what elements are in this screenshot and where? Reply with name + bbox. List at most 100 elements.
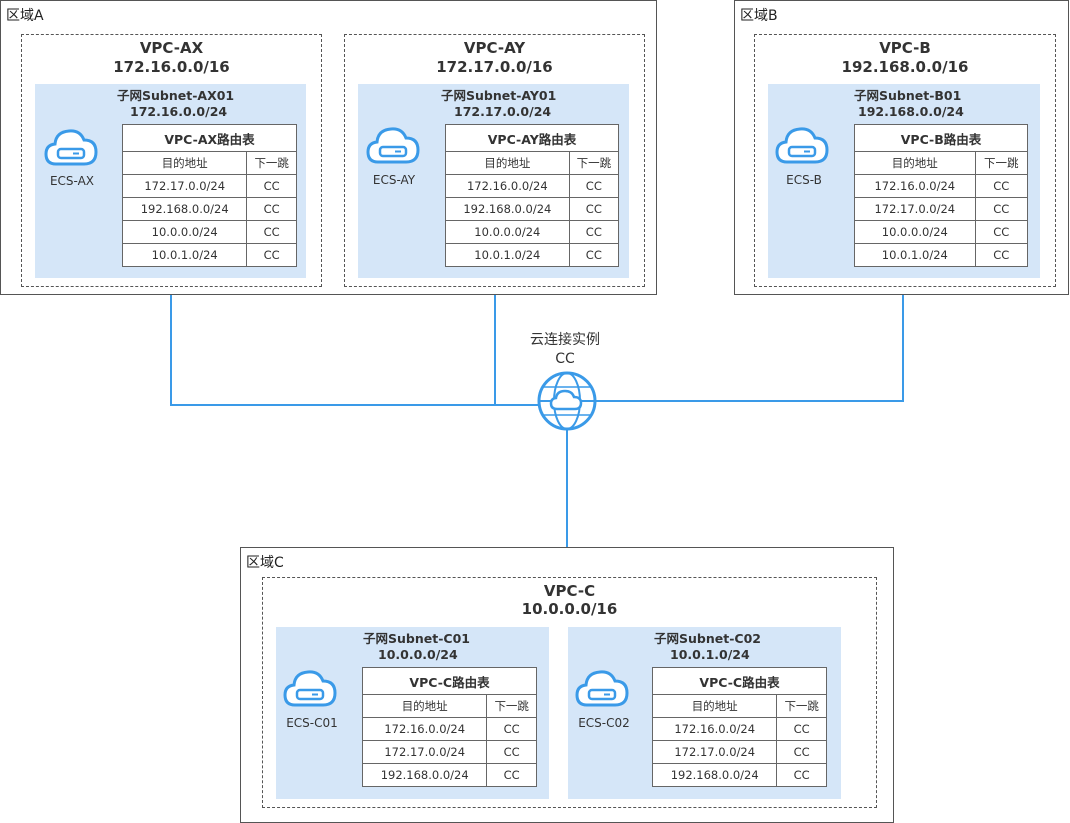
vpc-b: VPC-B 192.168.0.0/16 子网Subnet-B01 192.16… [754, 34, 1056, 287]
ecs-cloud-server-icon [366, 127, 420, 164]
next-hop-cell: CC [776, 763, 827, 787]
subnet-ay01-cidr: 172.17.0.0/24 [454, 104, 552, 119]
next-hop-cell: CC [246, 174, 297, 198]
next-hop-cell: CC [776, 717, 827, 741]
route-table-title: VPC-B路由表 [854, 124, 1028, 152]
column-header-next-hop: 下一跳 [246, 151, 297, 175]
next-hop-cell: CC [246, 220, 297, 244]
link-vpc-ay-down [494, 287, 496, 405]
subnet-ay01-name: 子网Subnet-AY01 [441, 88, 557, 103]
cloud-connect-globe-icon[interactable] [536, 370, 598, 432]
destination-cell: 192.168.0.0/24 [445, 197, 570, 221]
subnet-ay01: 子网Subnet-AY01 172.17.0.0/24 ECS-AY VPC-A… [358, 84, 629, 278]
ecs-c01-label: ECS-C01 [286, 716, 338, 730]
vpc-c-name: VPC-C [543, 582, 596, 600]
destination-cell: 172.17.0.0/24 [121, 174, 248, 198]
ecs-ax-label: ECS-AX [49, 174, 95, 188]
destination-cell: 10.0.1.0/24 [854, 243, 976, 267]
destination-cell: 10.0.1.0/24 [121, 243, 248, 267]
route-table-title: VPC-C路由表 [652, 667, 827, 695]
route-table-title: VPC-AX路由表 [122, 124, 297, 152]
ecs-cloud-server-icon [44, 129, 98, 166]
link-region-b-horizontal [594, 400, 904, 402]
region-c: 区域C VPC-C 10.0.0.0/16 子网Subnet-C01 10.0.… [240, 547, 894, 823]
vpc-ay-name: VPC-AY [463, 39, 526, 57]
route-table-title: VPC-C路由表 [362, 667, 537, 695]
region-b-label: 区域B [740, 8, 778, 24]
destination-cell: 10.0.0.0/24 [121, 220, 248, 244]
vpc-ay-cidr: 172.17.0.0/16 [436, 58, 553, 76]
region-a: 区域A VPC-AX 172.16.0.0/16 子网Subnet-AX01 1… [0, 0, 657, 295]
column-header-next-hop: 下一跳 [776, 694, 827, 718]
next-hop-cell: CC [568, 243, 620, 267]
column-header-destination: 目的地址 [445, 151, 570, 175]
vpc-ax: VPC-AX 172.16.0.0/16 子网Subnet-AX01 172.1… [21, 34, 322, 287]
column-header-destination: 目的地址 [361, 694, 488, 718]
ecs-b-label: ECS-B [786, 173, 822, 187]
ecs-cloud-server-icon [775, 127, 829, 164]
destination-cell: 10.0.0.0/24 [854, 220, 976, 244]
next-hop-cell: CC [568, 197, 620, 221]
vpc-b-cidr: 192.168.0.0/16 [841, 58, 969, 76]
cloud-connect-short: CC [555, 351, 575, 367]
destination-cell: 192.168.0.0/24 [121, 197, 248, 221]
destination-cell: 172.16.0.0/24 [854, 174, 976, 198]
vpc-c-cidr: 10.0.0.0/16 [521, 600, 618, 618]
next-hop-cell: CC [486, 763, 537, 787]
ecs-ay-label: ECS-AY [372, 173, 416, 187]
region-b: 区域B VPC-B 192.168.0.0/16 子网Subnet-B01 19… [734, 0, 1069, 295]
subnet-c01: 子网Subnet-C01 10.0.0.0/24 ECS-C01 VPC-C路由… [276, 627, 549, 799]
destination-cell: 192.168.0.0/24 [361, 763, 488, 787]
ecs-c02-label: ECS-C02 [578, 716, 630, 730]
cloud-connect-name: 云连接实例 [530, 332, 600, 348]
link-vpc-ax-down [170, 287, 172, 405]
subnet-b01-cidr: 192.168.0.0/24 [858, 104, 964, 119]
subnet-b01: 子网Subnet-B01 192.168.0.0/24 ECS-B VPC-B路… [768, 84, 1040, 278]
vpc-ay: VPC-AY 172.17.0.0/16 子网Subnet-AY01 172.1… [344, 34, 645, 287]
link-vpc-b-down [902, 287, 904, 401]
vpc-ax-cidr: 172.16.0.0/16 [113, 58, 230, 76]
link-region-a-horizontal [170, 404, 542, 406]
subnet-b01-name: 子网Subnet-B01 [854, 88, 962, 103]
destination-cell: 172.17.0.0/24 [361, 740, 488, 764]
vpc-c: VPC-C 10.0.0.0/16 子网Subnet-C01 10.0.0.0/… [262, 577, 877, 808]
subnet-c02: 子网Subnet-C02 10.0.1.0/24 ECS-C02 VPC-C路由… [568, 627, 841, 799]
next-hop-cell: CC [246, 243, 297, 267]
next-hop-cell: CC [568, 174, 620, 198]
subnet-ax01: 子网Subnet-AX01 172.16.0.0/24 ECS-AX VPC-A… [35, 84, 306, 278]
destination-cell: 172.17.0.0/24 [854, 197, 976, 221]
ecs-cloud-server-icon [575, 670, 629, 707]
column-header-next-hop: 下一跳 [974, 151, 1029, 175]
subnet-ax01-name: 子网Subnet-AX01 [117, 88, 235, 103]
next-hop-cell: CC [568, 220, 620, 244]
next-hop-cell: CC [486, 740, 537, 764]
subnet-c01-name: 子网Subnet-C01 [363, 631, 470, 646]
next-hop-cell: CC [776, 740, 827, 764]
route-table-title: VPC-AY路由表 [445, 124, 619, 152]
column-header-destination: 目的地址 [121, 151, 248, 175]
link-vpc-c-up [566, 428, 568, 548]
subnet-c02-name: 子网Subnet-C02 [654, 631, 761, 646]
vpc-ax-name: VPC-AX [139, 39, 204, 57]
column-header-next-hop: 下一跳 [486, 694, 537, 718]
destination-cell: 192.168.0.0/24 [651, 763, 778, 787]
vpc-b-name: VPC-B [879, 39, 931, 57]
